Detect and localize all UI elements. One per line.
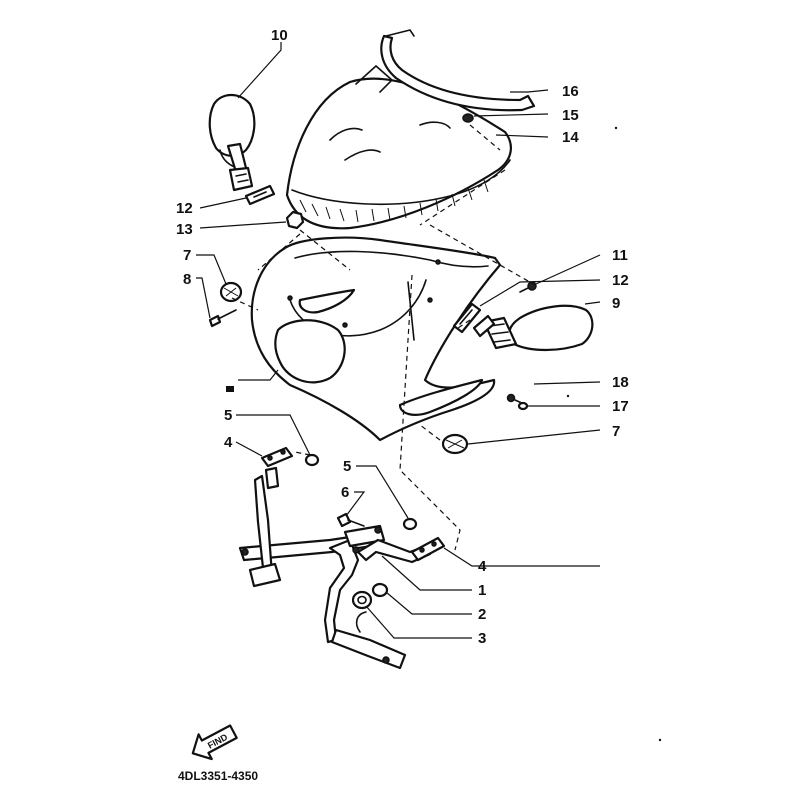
- callout-9: 9: [612, 295, 620, 312]
- callout-13: 13: [176, 221, 193, 238]
- callout-5-upper: 5: [224, 407, 232, 424]
- callout-15: 15: [562, 107, 579, 124]
- gasket-left: [244, 184, 276, 206]
- stay-bracket: [238, 466, 432, 670]
- plate-right: [410, 536, 446, 562]
- callout-18: 18: [612, 374, 629, 391]
- callout-numbers: 10 16 15 14 12 13 7 8 11 12 9 18 17 5 4 …: [176, 27, 629, 647]
- nut-13: [285, 210, 305, 230]
- bolt-6: [336, 512, 365, 528]
- grommet-left: [219, 281, 243, 303]
- callout-3: 3: [478, 630, 486, 647]
- callout-12-left: 12: [176, 200, 193, 217]
- dot-mark: [566, 394, 570, 398]
- damper-3: [351, 590, 373, 610]
- callout-10: 10: [271, 27, 288, 44]
- mirror-right: [472, 304, 594, 352]
- dot-mark: [658, 738, 662, 742]
- callout-7-right: 7: [612, 423, 620, 440]
- plate-left: [260, 446, 294, 468]
- callout-1: 1: [478, 582, 486, 599]
- callout-14: 14: [562, 129, 579, 146]
- callout-5-lower: 5: [343, 458, 351, 475]
- screw-8: [208, 309, 237, 328]
- callout-2: 2: [478, 606, 486, 623]
- windscreen: [285, 64, 512, 230]
- drawing-code: 4DL3351-4350: [178, 769, 258, 783]
- dot-mark: [614, 126, 618, 130]
- gasket-right: [452, 302, 482, 334]
- callout-12-right: 12: [612, 272, 629, 289]
- mirror-left: [208, 93, 256, 192]
- callout-4-left: 4: [224, 434, 233, 451]
- callout-6: 6: [341, 484, 349, 501]
- callout-7-left: 7: [183, 247, 191, 264]
- callout-11: 11: [612, 247, 628, 264]
- nut-5-upper: [304, 453, 320, 467]
- collar-2: [371, 582, 389, 598]
- callout-17: 17: [612, 398, 629, 415]
- upper-cowling: [250, 236, 502, 442]
- assembly-lines: [231, 124, 536, 551]
- nut-5-lower: [402, 517, 418, 531]
- callout-16: 16: [562, 83, 579, 100]
- find-arrow-icon: FIND: [191, 724, 238, 761]
- callout-8: 8: [183, 271, 191, 288]
- bolt-18: [506, 393, 529, 411]
- bolt-11: [519, 281, 537, 293]
- callout-4-right: 4: [478, 558, 487, 575]
- note-marker: [226, 386, 234, 392]
- grommet-15: [462, 113, 474, 123]
- grommet-right: [441, 433, 469, 455]
- leader-lines: [196, 42, 601, 639]
- trim-strip: [380, 29, 536, 112]
